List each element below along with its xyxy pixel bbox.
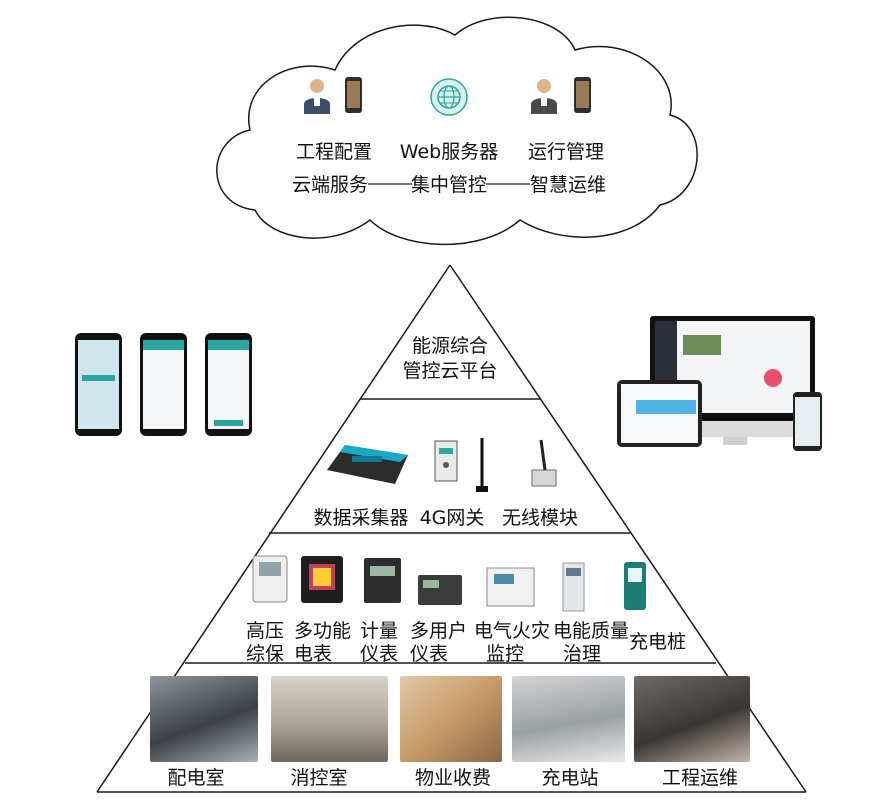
energy-meter-device (364, 558, 401, 603)
power-quality-device (562, 562, 585, 612)
scene-photo-power-room (150, 676, 258, 762)
scene-photo-control-room (271, 676, 388, 762)
cloud-label-cloud-service: 云端服务 (291, 174, 369, 196)
device-label-4g-gateway: 4G网关 (419, 507, 485, 529)
tier1-label-line2: 管控云平台 (402, 360, 498, 382)
tier1-label-line1: 能源综合 (411, 335, 489, 357)
scene-photo-property-payment (400, 676, 502, 762)
desktop-tablet-phone-icon (617, 316, 822, 451)
cloud-label-web-server: Web服务器 (399, 141, 499, 163)
cloud-label-smart-maintenance: 智慧运维 (529, 174, 607, 196)
scene-label-maintenance: 工程运维 (661, 767, 739, 789)
scene-label-property-payment: 物业收费 (414, 767, 492, 789)
device-label-metering-2: 仪表 (360, 643, 399, 665)
engineer-icon (304, 77, 362, 114)
device-label-data-collector: 数据采集器 (313, 507, 409, 529)
scene-label-power-room: 配电室 (167, 767, 225, 789)
data-collector-device (327, 445, 408, 484)
cloud-label-engineering-config: 工程配置 (295, 141, 373, 163)
device-label-fire-monitor-1: 电气火灾 (474, 620, 551, 642)
cloud-label-central-control: 集中管控 (410, 174, 488, 196)
multi-user-meter-device (418, 575, 462, 605)
operator-icon (531, 77, 591, 114)
charging-pile-device (624, 562, 646, 610)
4g-gateway-device (434, 438, 488, 492)
device-label-hv-protection-1: 高压 (246, 620, 285, 642)
device-label-multifunction-1: 多功能 (294, 620, 352, 642)
device-label-charging-pile: 充电桩 (629, 631, 687, 653)
device-label-wireless-module: 无线模块 (501, 507, 579, 529)
wireless-module-device (531, 439, 557, 487)
cloud-shape (216, 16, 698, 246)
device-label-fire-monitor-2: 监控 (486, 643, 525, 665)
device-label-power-quality-2: 治理 (563, 643, 602, 665)
device-label-multi-user-1: 多用户 (410, 620, 468, 642)
hv-protection-device (252, 555, 288, 603)
device-label-metering-1: 计量 (360, 620, 399, 642)
device-label-power-quality-1: 电能质量 (553, 620, 630, 642)
cloud-label-operations-management: 运行管理 (527, 141, 605, 163)
scene-label-control-room: 消控室 (290, 767, 348, 789)
scene-label-charging-station: 充电站 (541, 767, 599, 789)
globe-icon (430, 78, 468, 116)
mobile-app-phones-icon (75, 333, 252, 436)
device-label-hv-protection-2: 综保 (246, 643, 285, 665)
scene-photo-maintenance (634, 676, 750, 762)
device-label-multifunction-2: 电表 (294, 643, 333, 665)
device-label-multi-user-2: 仪表 (410, 643, 449, 665)
multifunction-meter-device (301, 556, 343, 603)
fire-monitor-device (486, 567, 535, 607)
scene-photo-charging-station (512, 676, 625, 762)
